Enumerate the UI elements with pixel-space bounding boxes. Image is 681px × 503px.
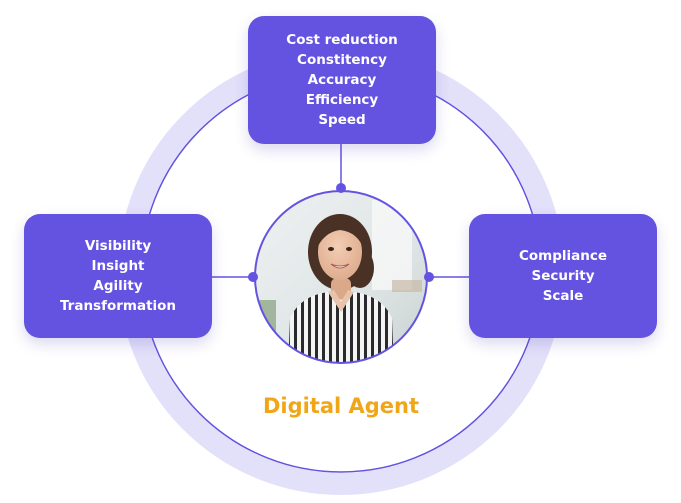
box-left-line: Agility — [93, 278, 143, 294]
box-left-benefits: Visibility Insight Agility Transformatio… — [24, 214, 212, 338]
box-right-benefits: Compliance Security Scale — [469, 214, 657, 338]
box-top-benefits: Cost reduction Constitency Accuracy Effi… — [248, 16, 436, 144]
box-left-line: Transformation — [59, 298, 177, 314]
connector-dot-right — [424, 272, 434, 282]
box-left-line: Insight — [91, 258, 145, 274]
connector-dot-left — [248, 272, 258, 282]
box-left-line: Visibility — [84, 238, 152, 254]
box-right-line: Security — [531, 268, 595, 284]
connector-dot-top — [336, 183, 346, 193]
box-top-line: Cost reduction — [286, 32, 398, 48]
box-top-line: Speed — [318, 112, 366, 128]
box-right-line: Scale — [542, 288, 584, 304]
box-top-line: Efficiency — [305, 92, 379, 108]
box-top-line: Constitency — [297, 52, 387, 68]
portrait-photo — [254, 190, 428, 364]
box-right-line: Compliance — [518, 248, 608, 264]
box-top-line: Accuracy — [307, 72, 377, 88]
diagram-caption: Digital Agent — [262, 394, 420, 418]
